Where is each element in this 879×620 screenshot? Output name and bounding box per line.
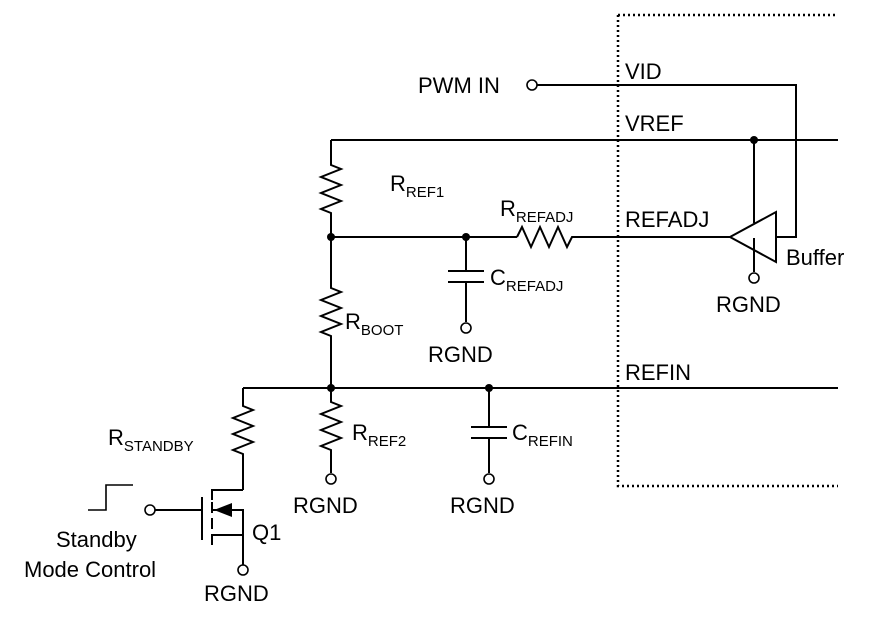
crefin-rgnd-label: RGND	[450, 493, 515, 518]
crefin-label: CREFIN	[512, 420, 573, 450]
rstandby-label: RSTANDBY	[108, 425, 194, 455]
buffer-rgnd-label: RGND	[716, 292, 781, 317]
rref2-label: RREF2	[352, 420, 406, 450]
crefadj-rgnd-label: RGND	[428, 342, 493, 367]
vref-label: VREF	[625, 111, 684, 136]
pwm-in-label: PWM IN	[418, 73, 500, 98]
crefadj-capacitor	[448, 237, 484, 334]
rref2-resistor	[318, 388, 344, 473]
rref2-terminal	[325, 473, 337, 485]
rboot-label: RBOOT	[345, 309, 403, 339]
q1-label: Q1	[252, 520, 281, 545]
q1-rgnd-label: RGND	[204, 581, 269, 606]
rrefadj-resistor	[516, 224, 730, 250]
rboot-resistor	[318, 237, 344, 388]
standby-label-line1: Standby	[56, 527, 137, 552]
buffer-amplifier	[727, 210, 777, 284]
rref1-label: RREF1	[390, 171, 444, 201]
crefin-capacitor	[471, 388, 507, 485]
standby-label-line2: Mode Control	[24, 557, 156, 582]
standby-step-waveform	[88, 484, 133, 511]
vid-label: VID	[625, 59, 662, 84]
crefadj-label: CREFADJ	[490, 265, 563, 295]
ic-boundary	[616, 13, 838, 488]
refadj-label: REFADJ	[625, 207, 709, 232]
rrefadj-label: RREFADJ	[500, 196, 573, 226]
rstandby-resistor	[230, 388, 256, 490]
pwm-in-net	[526, 79, 797, 238]
rref2-rgnd-label: RGND	[293, 493, 358, 518]
buffer-label: Buffer	[786, 245, 844, 270]
rref1-resistor	[318, 140, 344, 237]
pwm-in-terminal	[526, 79, 538, 91]
refin-label: REFIN	[625, 360, 691, 385]
q1-mosfet	[144, 489, 249, 576]
